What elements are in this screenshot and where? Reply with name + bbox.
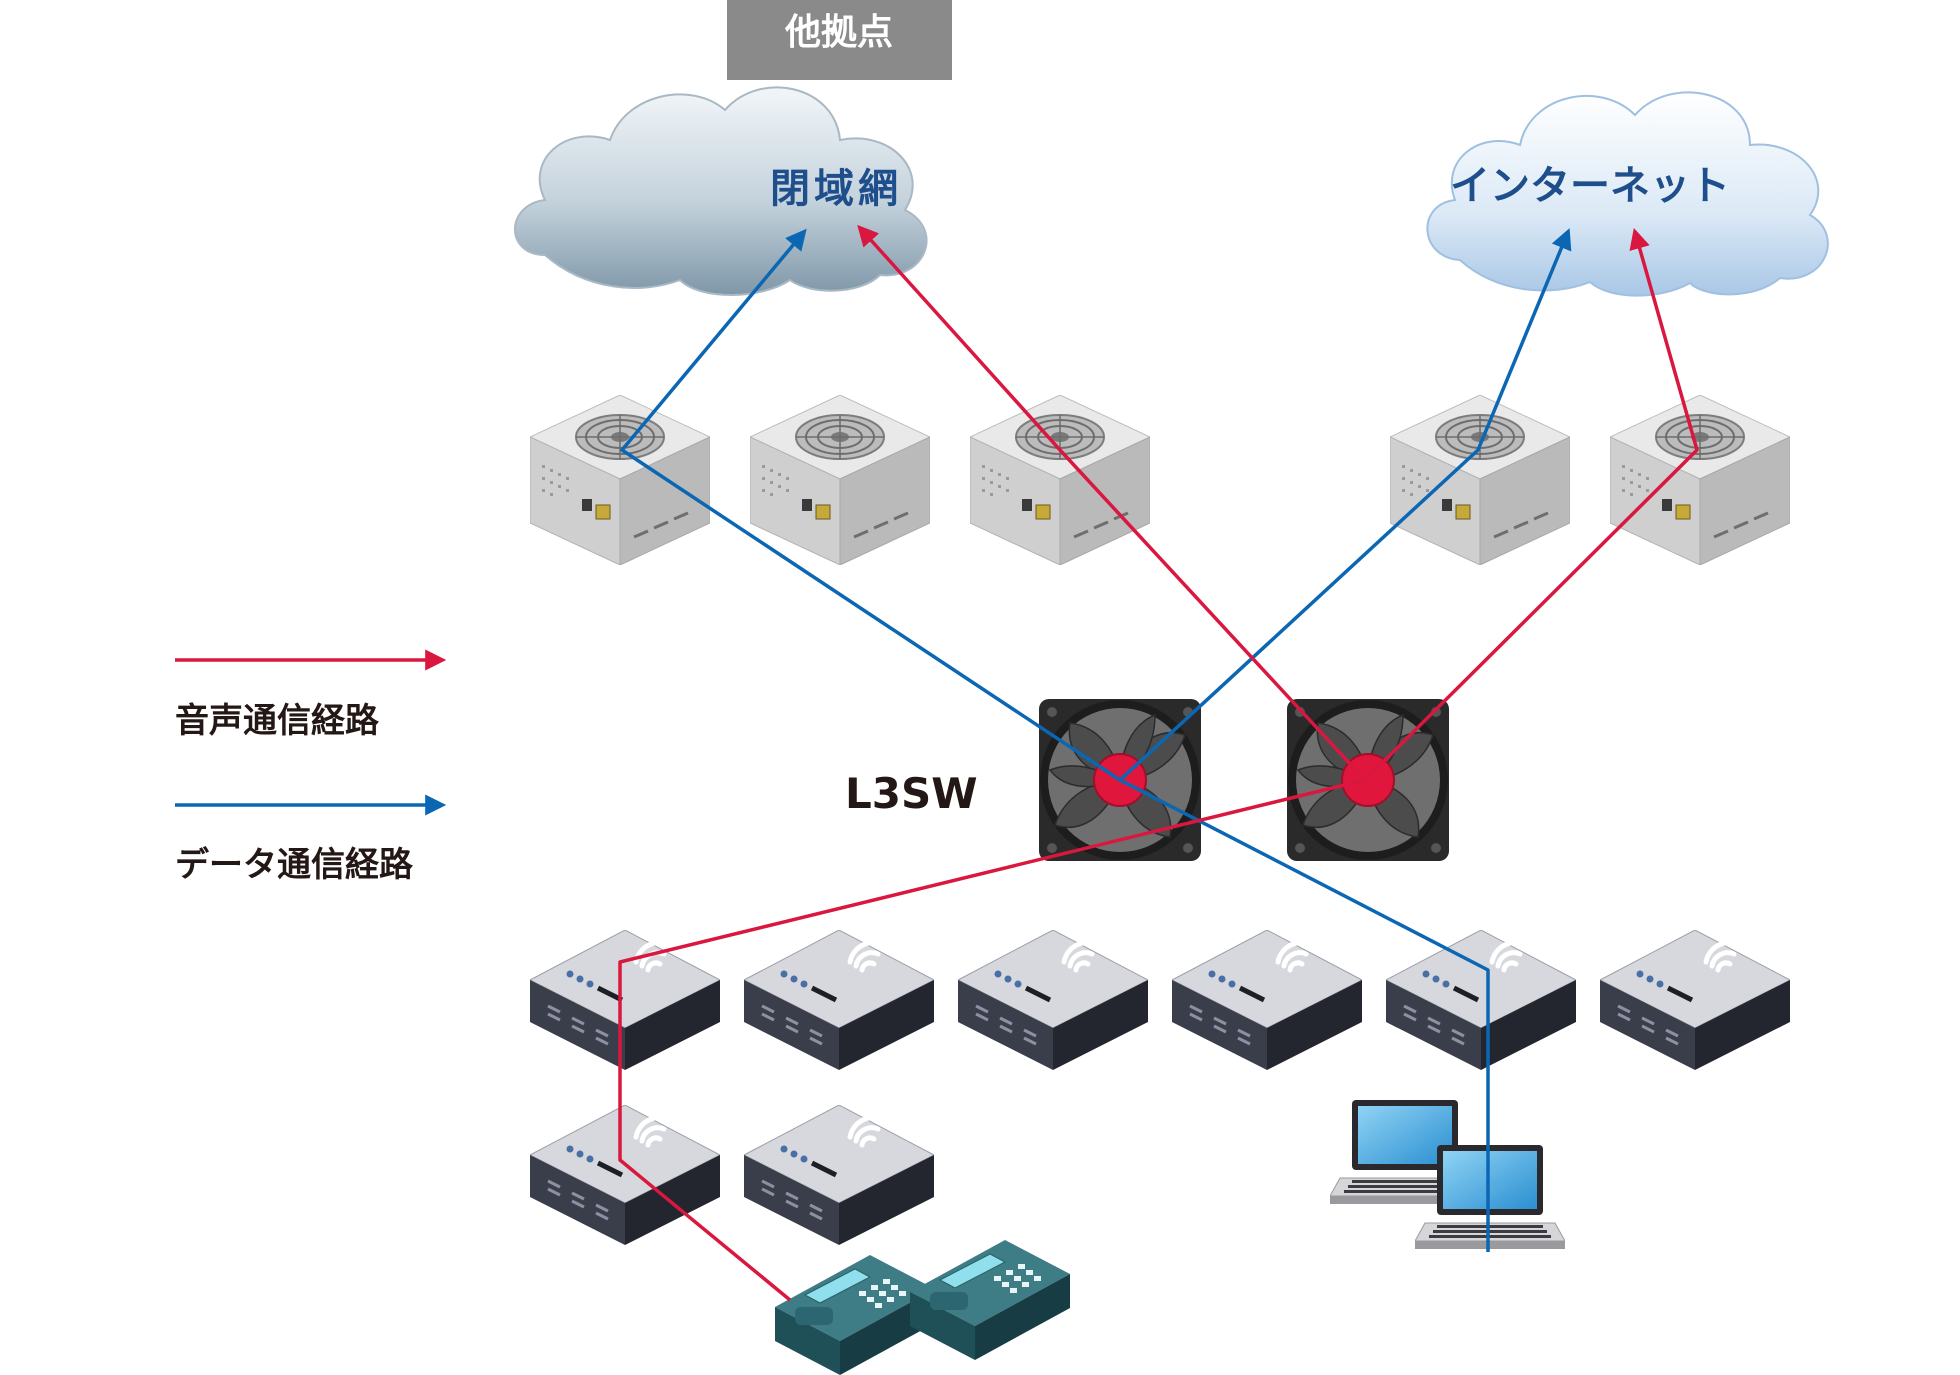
voice-route-closed-network xyxy=(618,224,1367,1302)
router-5 xyxy=(1610,395,1790,565)
closed-network-label: 閉域網 xyxy=(770,166,902,212)
router-2 xyxy=(750,395,930,565)
access-point-2 xyxy=(744,930,934,1070)
access-point-4 xyxy=(1172,930,1362,1070)
other-sites-label: 他拠点 xyxy=(784,12,893,53)
l3sw-label: L3SW xyxy=(845,769,978,818)
closed-network-cloud xyxy=(514,86,928,296)
internet-cloud xyxy=(1426,91,1829,297)
legend-data-label: データ通信経路 xyxy=(175,845,414,885)
access-point-3 xyxy=(958,930,1148,1070)
legend: 音声通信経路 データ通信経路 xyxy=(175,649,447,885)
internet-label: インターネット xyxy=(1450,163,1730,209)
legend-voice-label: 音声通信経路 xyxy=(175,701,380,741)
access-point-5 xyxy=(1386,930,1576,1070)
router-1 xyxy=(530,395,710,565)
router-4 xyxy=(1390,395,1570,565)
access-point-6 xyxy=(1600,930,1790,1070)
data-route-internet xyxy=(1118,228,1572,782)
data-route-lines xyxy=(620,228,1572,1252)
router-3 xyxy=(970,395,1150,565)
laptop-2 xyxy=(1415,1145,1565,1250)
access-point-7 xyxy=(530,1105,720,1245)
voice-route-internet xyxy=(1363,227,1699,782)
access-point-1 xyxy=(530,930,720,1070)
voice-route-lines xyxy=(618,224,1699,1302)
other-sites-label-box xyxy=(727,0,952,80)
ip-phone-2 xyxy=(910,1240,1070,1360)
access-point-8 xyxy=(744,1105,934,1245)
